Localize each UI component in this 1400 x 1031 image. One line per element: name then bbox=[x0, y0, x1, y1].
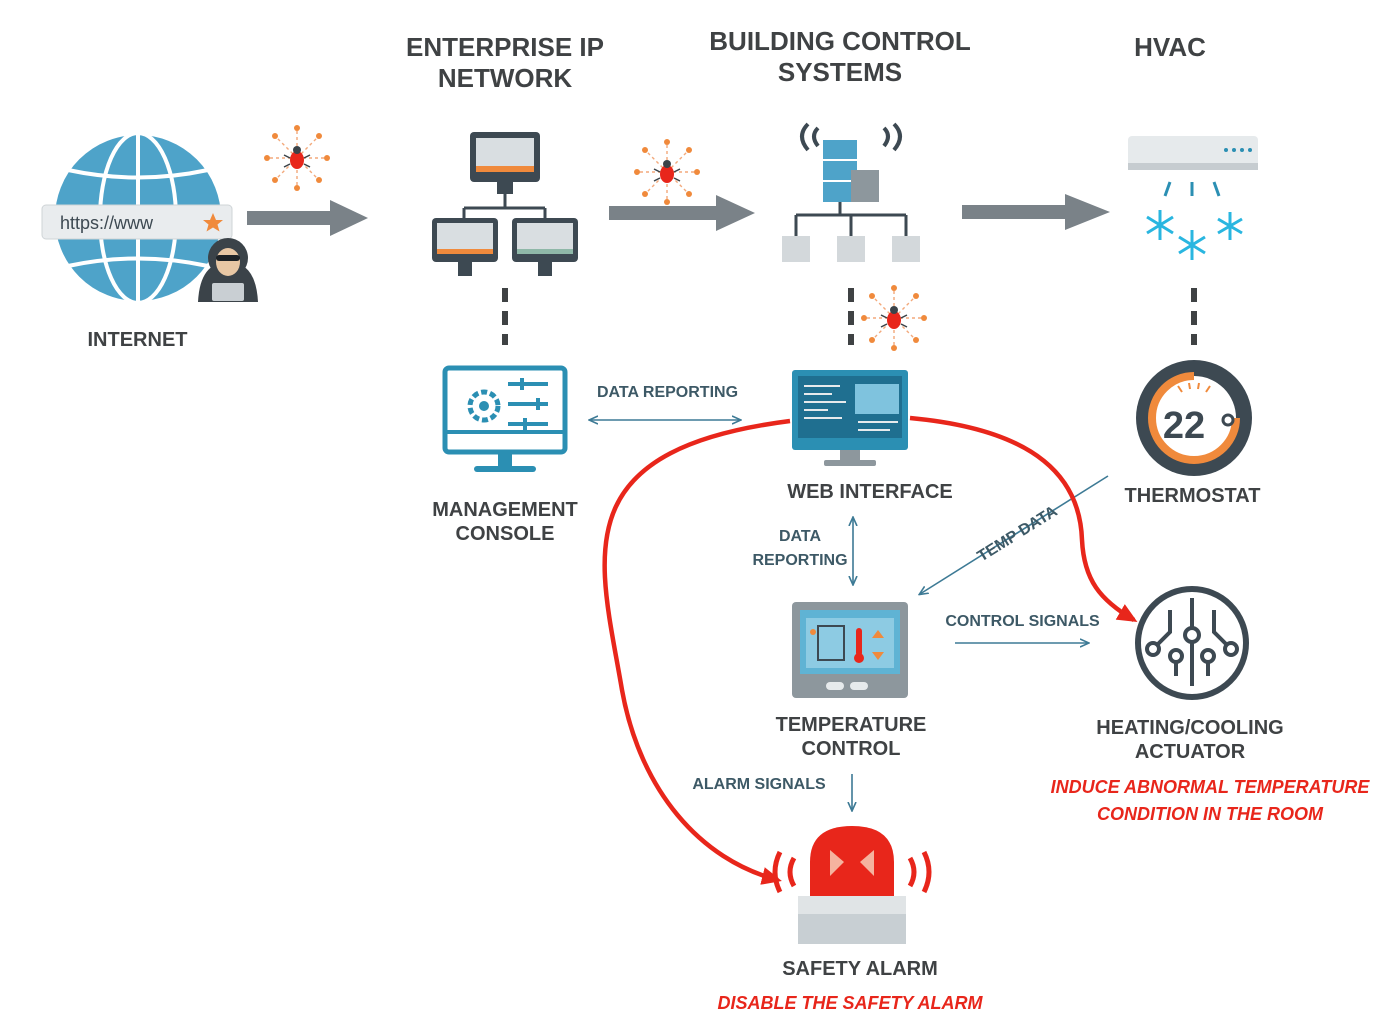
label-control-signals: CONTROL SIGNALS bbox=[945, 613, 1100, 630]
header-enterprise-network: ENTERPRISE IP NETWORK bbox=[406, 32, 604, 94]
degree-icon bbox=[1221, 413, 1235, 427]
enterprise-network-icon bbox=[432, 132, 578, 276]
flow-arrow-internet-to-enterprise bbox=[247, 200, 368, 236]
label-heating-cooling-actuator: HEATING/COOLING ACTUATOR bbox=[1096, 717, 1284, 763]
header-building-control-systems: BUILDING CONTROL SYSTEMS bbox=[709, 26, 971, 88]
flow-arrow-bcs-to-hvac bbox=[962, 194, 1110, 230]
attack-goal-alarm: DISABLE THE SAFETY ALARM bbox=[717, 993, 983, 1013]
attack-path-webinterface-to-actuator bbox=[909, 415, 1138, 623]
url-bar bbox=[41, 204, 233, 240]
star-icon bbox=[203, 213, 223, 232]
temp-data-label: TEMP DATA bbox=[975, 503, 1061, 566]
malware-bug-icon bbox=[634, 139, 700, 205]
label-management-console: MANAGEMENT CONSOLE bbox=[432, 499, 578, 545]
malware-bug-icon bbox=[861, 285, 927, 351]
hacker-icon bbox=[198, 238, 258, 302]
gear-icon bbox=[467, 389, 501, 423]
attack-goal-actuator-line1: INDUCE ABNORMAL TEMPERATURE bbox=[1050, 777, 1370, 797]
thermostat-reading: 22 bbox=[1163, 405, 1205, 447]
label-internet: INTERNET bbox=[87, 329, 188, 351]
label-safety-alarm: SAFETY ALARM bbox=[782, 958, 938, 980]
web-interface-icon bbox=[792, 370, 908, 466]
label-thermostat: THERMOSTAT bbox=[1124, 485, 1261, 507]
flow-arrow-enterprise-to-bcs bbox=[609, 195, 755, 231]
temperature-control-icon bbox=[792, 602, 908, 698]
label-web-interface: WEB INTERFACE bbox=[787, 481, 953, 503]
header-hvac: HVAC bbox=[1134, 32, 1206, 62]
attack-goal-actuator-line2: CONDITION IN THE ROOM bbox=[1097, 804, 1323, 824]
temp-data-arrow bbox=[920, 475, 1109, 594]
sliders-icon bbox=[508, 378, 548, 430]
snowflake-icon bbox=[1146, 210, 1243, 260]
label-temperature-control: TEMPERATURE CONTROL bbox=[775, 714, 927, 760]
management-console-icon bbox=[442, 365, 568, 472]
actuator-chip-icon bbox=[1135, 586, 1249, 700]
label-data-reporting-mid-line2: REPORTING bbox=[752, 552, 848, 569]
thermostat-icon bbox=[1136, 360, 1252, 476]
bcs-server-icon bbox=[782, 122, 920, 262]
safety-alarm-icon bbox=[772, 826, 932, 944]
label-data-reporting-top: DATA REPORTING bbox=[596, 384, 739, 401]
label-alarm-signals: ALARM SIGNALS bbox=[692, 776, 826, 793]
hvac-unit-icon bbox=[1128, 136, 1258, 260]
url-text: https://www bbox=[60, 213, 154, 233]
attack-path-webinterface-to-alarm bbox=[602, 418, 791, 885]
label-data-reporting-mid-line1: DATA bbox=[778, 528, 822, 545]
malware-bug-icon bbox=[264, 125, 330, 191]
